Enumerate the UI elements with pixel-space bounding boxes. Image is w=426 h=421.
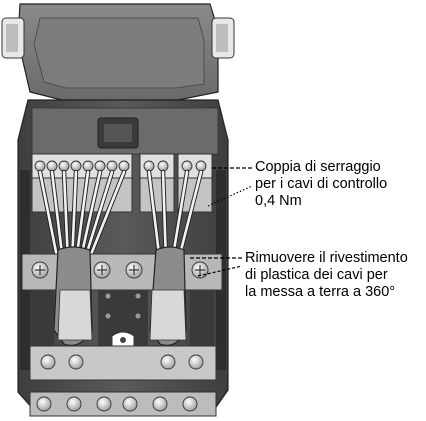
power-terminal-block	[29, 331, 217, 417]
leader-line-shield	[190, 257, 243, 277]
hinged-cover	[1, 3, 235, 101]
torque-callout: Coppia di serraggio per i cavi di contro…	[255, 159, 387, 210]
shielded-cable-right	[149, 246, 187, 346]
grounding-clamp-bar	[21, 253, 223, 291]
torque-callout-line-2: per i cavi di controllo	[255, 176, 388, 192]
shield-callout-line-3: la messa a terra a 360°	[245, 284, 396, 300]
shield-callout-line-1: Rimuovere il rivestimento	[245, 250, 408, 266]
shielded-cable-left	[53, 246, 93, 346]
torque-callout-line-3: 0,4 Nm	[255, 193, 302, 209]
shield-callout-line-2: di plastica dei cavi per	[245, 267, 388, 283]
leader-line-torque	[207, 167, 253, 207]
shield-removal-callout: Rimuovere il rivestimento di plastica de…	[245, 250, 408, 301]
torque-callout-line-1: Coppia di serraggio	[255, 159, 381, 175]
